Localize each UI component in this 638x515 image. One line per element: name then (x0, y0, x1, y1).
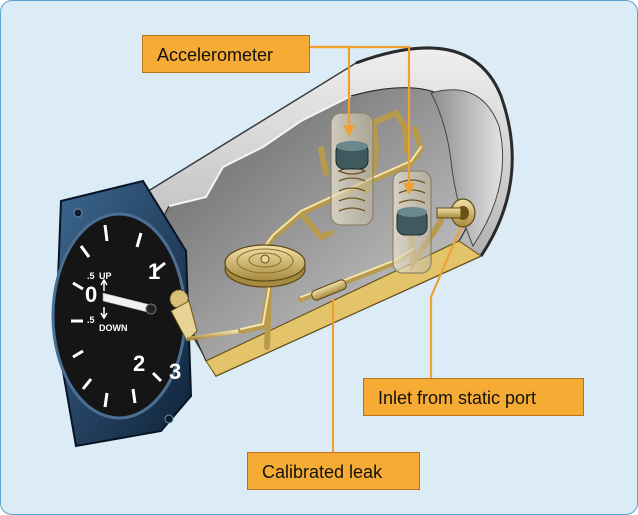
calibrated-leak-label: Calibrated leak (247, 452, 420, 490)
inlet-label: Inlet from static port (363, 378, 584, 416)
gauge-numeral-two: 2 (133, 351, 145, 376)
gauge-numeral-one: 1 (148, 259, 160, 284)
gauge-numeral-three: 3 (169, 359, 181, 384)
calibrated-leak-restrictor (311, 279, 347, 301)
leader-inlet (429, 226, 463, 378)
gear-linkage (169, 289, 242, 342)
gauge-up-word: UP (99, 271, 112, 281)
gauge-down-word: DOWN (99, 323, 128, 333)
gauge-numeral-zero: 0 (85, 282, 97, 307)
diaphragm-capsule (224, 244, 306, 288)
leader-arrow-icon (403, 183, 415, 195)
leader-accelerometer-b (310, 45, 411, 185)
accelerometer-label: Accelerometer (142, 35, 310, 73)
vsi-gauge: 1 2 3 0 .5 UP .5 DOWN (51, 179, 193, 448)
gauge-up-value: .5 (87, 271, 95, 281)
accelerometer-upper (330, 112, 374, 226)
static-inlet-fitting (436, 198, 476, 228)
gauge-tick-marks (71, 224, 166, 408)
down-arrow-icon (100, 307, 108, 320)
callout-leaders (310, 45, 463, 452)
gauge-down-value: .5 (87, 315, 95, 325)
accelerometer-lower (392, 170, 432, 274)
up-arrow-icon (100, 278, 108, 291)
leader-arrow-icon (343, 125, 355, 137)
